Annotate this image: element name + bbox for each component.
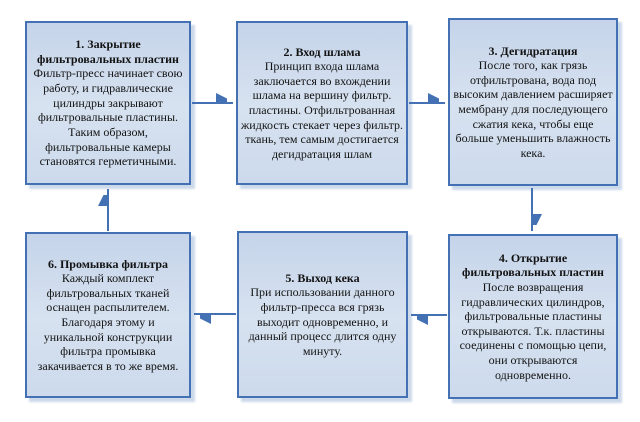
flow-step-5: 5. Выход кека При использовании данного … [237,231,408,398]
step-3-title: 3. Дегидратация [488,43,578,58]
step-4-title: 4. Открытие фильтровальных пластин [462,250,604,280]
step-5-body: При использовании данного фильтр-пресса … [248,285,397,358]
step-6-title: 6. Промывка фильтра [47,256,169,271]
step-3-body: После того, как грязь отфильтрована, вод… [453,58,613,160]
flow-step-2: 2. Вход шлама Принцип входа шлама заключ… [236,21,408,185]
flow-step-6: 6. Промывка фильтра Каждый комплект филь… [25,232,191,398]
flow-step-3: 3. Дегидратация После того, как грязь от… [448,18,618,186]
step-2-title: 2. Вход шлама [283,44,361,59]
step-4-body: После возвращения гидравлических цилиндр… [459,279,607,382]
step-1-body: Фильтр-пресс начинает свою работу, и гид… [33,66,183,169]
flow-step-1: 1. Закрытие фильтровальных пластин Фильт… [25,21,191,185]
flow-step-4: 4. Открытие фильтровальных пластин После… [448,234,618,399]
step-1-title: 1. Закрытие фильтровальных пластин [37,37,179,66]
step-5-title: 5. Выход кека [285,270,360,285]
step-6-body: Каждый комплект фильтровальных тканей ос… [37,271,179,373]
step-2-body: Принцип входа шлама заключается во вхожд… [241,59,403,161]
